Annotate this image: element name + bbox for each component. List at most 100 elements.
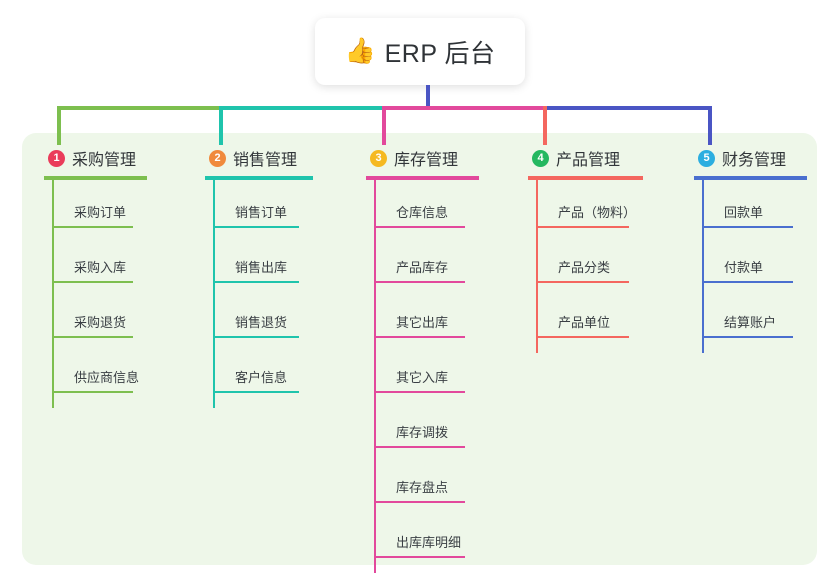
branch-item-rule [213, 391, 299, 393]
root-title: ERP 后台 [384, 39, 496, 68]
branch-item[interactable]: 仓库信息 [374, 204, 448, 222]
branch-header-3[interactable]: 3 库存管理 [366, 146, 458, 170]
branch-item[interactable]: 销售退货 [213, 314, 287, 332]
branch-item[interactable]: 销售出库 [213, 259, 287, 277]
branch-item-rule [702, 281, 793, 283]
branch-item-rule [52, 281, 133, 283]
branch-item[interactable]: 结算账户 [702, 314, 776, 332]
branch-spine [213, 180, 215, 408]
branch-item-rule [213, 336, 299, 338]
trunk-segment [382, 106, 547, 110]
branch-number-badge: 5 [698, 149, 715, 167]
branch-item[interactable]: 库存盘点 [374, 479, 448, 497]
branch-item[interactable]: 产品单位 [536, 314, 610, 332]
branch-item-label: 供应商信息 [74, 370, 140, 385]
branch-number-badge: 4 [532, 149, 549, 167]
branch-item[interactable]: 产品库存 [374, 259, 448, 277]
diagram-background-panel [22, 133, 817, 565]
branch-item-rule [536, 226, 629, 228]
branch-number-badge: 3 [370, 149, 387, 167]
branch-item-rule [374, 556, 465, 558]
trunk-segment [57, 106, 223, 110]
branch-header-rule [205, 176, 313, 180]
branch-item-label: 出库库明细 [396, 535, 462, 550]
branch-item-label: 库存盘点 [396, 480, 449, 495]
branch-item[interactable]: 其它出库 [374, 314, 448, 332]
branch-column-1: 1 采购管理采购订单采购入库采购退货供应商信息 [44, 146, 147, 408]
branch-item-label: 付款单 [724, 260, 764, 275]
branch-item-rule [702, 226, 793, 228]
branch-item[interactable]: 回款单 [702, 204, 763, 222]
branch-header-rule [366, 176, 479, 180]
branch-header-2[interactable]: 2 销售管理 [205, 146, 297, 170]
branch-title: 财务管理 [722, 152, 787, 169]
branch-spine [52, 180, 54, 408]
branch-item[interactable]: 销售订单 [213, 204, 287, 222]
branch-spine [536, 180, 538, 353]
branch-item-label: 其它出库 [396, 315, 449, 330]
thumbs-up-icon: 👍 [344, 37, 376, 65]
branch-item-rule [374, 501, 465, 503]
branch-item-label: 销售订单 [235, 205, 288, 220]
branch-spine [374, 180, 376, 573]
branch-item-label: 其它入库 [396, 370, 449, 385]
branch-header-5[interactable]: 5 财务管理 [694, 146, 786, 170]
branch-item-rule [536, 336, 629, 338]
branch-item[interactable]: 客户信息 [213, 369, 287, 387]
branch-number-badge: 2 [209, 149, 226, 167]
branch-item-rule [374, 336, 465, 338]
branch-item-label: 库存调拨 [396, 425, 449, 440]
branch-item-label: 采购入库 [74, 260, 127, 275]
branch-item-label: 销售出库 [235, 260, 288, 275]
branch-item-label: 产品库存 [396, 260, 449, 275]
branch-item[interactable]: 库存调拨 [374, 424, 448, 442]
trunk-segment [219, 106, 386, 110]
branch-header-1[interactable]: 1 采购管理 [44, 146, 136, 170]
branch-column-5: 5 财务管理回款单付款单结算账户 [694, 146, 807, 353]
branch-title: 库存管理 [394, 152, 459, 169]
branch-column-2: 2 销售管理销售订单销售出库销售退货客户信息 [205, 146, 313, 408]
branch-item[interactable]: 采购入库 [52, 259, 126, 277]
branch-item[interactable]: 采购退货 [52, 314, 126, 332]
branch-drop-connector [57, 106, 61, 145]
branch-item-label: 结算账户 [724, 315, 777, 330]
branch-item-rule [213, 281, 299, 283]
branch-item-rule [374, 446, 465, 448]
branch-item[interactable]: 采购订单 [52, 204, 126, 222]
branch-item-label: 采购退货 [74, 315, 127, 330]
branch-item-rule [374, 226, 465, 228]
root-stem-connector [426, 85, 430, 109]
branch-item-label: 客户信息 [235, 370, 288, 385]
branch-item-label: 仓库信息 [396, 205, 449, 220]
branch-item-rule [213, 226, 299, 228]
branch-title: 采购管理 [72, 152, 137, 169]
branch-item[interactable]: 产品分类 [536, 259, 610, 277]
branch-title: 销售管理 [233, 152, 298, 169]
branch-item[interactable]: 其它入库 [374, 369, 448, 387]
branch-item-rule [374, 391, 465, 393]
branch-drop-connector [543, 106, 547, 145]
branch-column-3: 3 库存管理仓库信息产品库存其它出库其它入库库存调拨库存盘点出库库明细 [366, 146, 479, 573]
branch-header-rule [528, 176, 643, 180]
branch-item-rule [374, 281, 465, 283]
branch-item[interactable]: 付款单 [702, 259, 763, 277]
trunk-segment [543, 106, 712, 110]
branch-item-rule [52, 226, 133, 228]
root-node[interactable]: 👍 ERP 后台 [315, 18, 525, 85]
branch-item-label: 产品单位 [558, 315, 611, 330]
branch-item[interactable]: 产品（物料） [536, 204, 636, 222]
branch-item[interactable]: 供应商信息 [52, 369, 139, 387]
branch-item-rule [536, 281, 629, 283]
branch-item-label: 回款单 [724, 205, 764, 220]
branch-item-label: 采购订单 [74, 205, 127, 220]
branch-drop-connector [708, 106, 712, 145]
branch-spine [702, 180, 704, 353]
branch-item[interactable]: 出库库明细 [374, 534, 461, 552]
branch-number-badge: 1 [48, 149, 65, 167]
branch-drop-connector [382, 106, 386, 145]
branch-item-label: 销售退货 [235, 315, 288, 330]
branch-item-label: 产品（物料） [558, 205, 637, 220]
